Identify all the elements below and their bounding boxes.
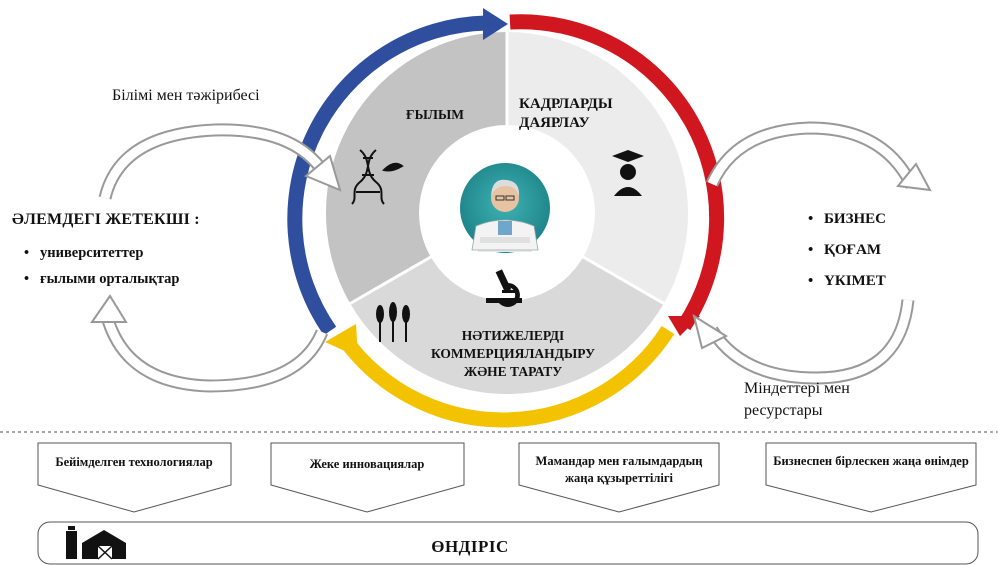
list-item: университеттер <box>24 240 179 266</box>
stakeholders-list: БИЗНЕС ҚОҒАМ ҮКІМЕТ <box>808 204 886 297</box>
output-box-3 <box>518 442 720 513</box>
list-item: ғылыми орталықтар <box>24 266 179 292</box>
output-label-competencies: Мамандар мен ғалымдардың жаңа құзыреттіл… <box>535 454 703 485</box>
leading-institutions-title: ӘЛЕМДЕГІ ЖЕТЕКШІ : <box>12 211 200 228</box>
list-item: БИЗНЕС <box>808 204 886 235</box>
segment-training-label: КАДРЛАРДЫ ДАЯРЛАУ <box>519 96 613 131</box>
leading-institutions-list: университеттер ғылыми орталықтар <box>24 240 179 292</box>
commercialization-arrowhead <box>325 324 358 357</box>
training-arc <box>509 14 725 331</box>
resources-arrow <box>692 299 915 385</box>
segment-science-label: ҒЫЛЫМ <box>406 107 464 122</box>
right-outgoing-arrow <box>706 121 932 192</box>
training-arrowhead <box>668 316 700 336</box>
return-arrow-left <box>90 294 329 393</box>
output-box-2 <box>270 442 465 513</box>
scientist-icon <box>460 163 550 253</box>
list-item: ҮКІМЕТ <box>808 266 886 297</box>
production-bar <box>37 521 979 565</box>
graduate-icon <box>612 150 644 196</box>
commercialization-arc <box>336 325 675 428</box>
production-label: ӨНДІРІС <box>431 537 509 556</box>
output-label-innovations: Жеке инновациялар <box>309 457 425 471</box>
experience-caption: Білімі мен тәжірибесі <box>112 87 260 104</box>
output-label-adapted-tech: Бейімделген технологиялар <box>55 455 213 469</box>
factory-icon <box>66 526 126 560</box>
wheat-icon <box>376 302 410 342</box>
output-box-4 <box>765 442 977 513</box>
experience-arrow <box>98 123 342 200</box>
resources-caption: Міндеттері мен ресурстары <box>744 380 850 419</box>
microscope-icon <box>486 269 522 307</box>
list-item: ҚОҒАМ <box>808 235 886 266</box>
dna-plant-icon <box>351 149 404 205</box>
science-arrowhead <box>483 8 508 40</box>
segment-commercialization-label: НӘТИЖЕЛЕРДІ КОММЕРЦИЯЛАНДЫРУ ЖӘНЕ ТАРАТУ <box>430 328 596 379</box>
science-arc <box>287 15 487 336</box>
output-label-joint-products: Бизнеспен бірлескен жаңа өнімдер <box>773 454 969 468</box>
output-box-1 <box>37 442 232 513</box>
